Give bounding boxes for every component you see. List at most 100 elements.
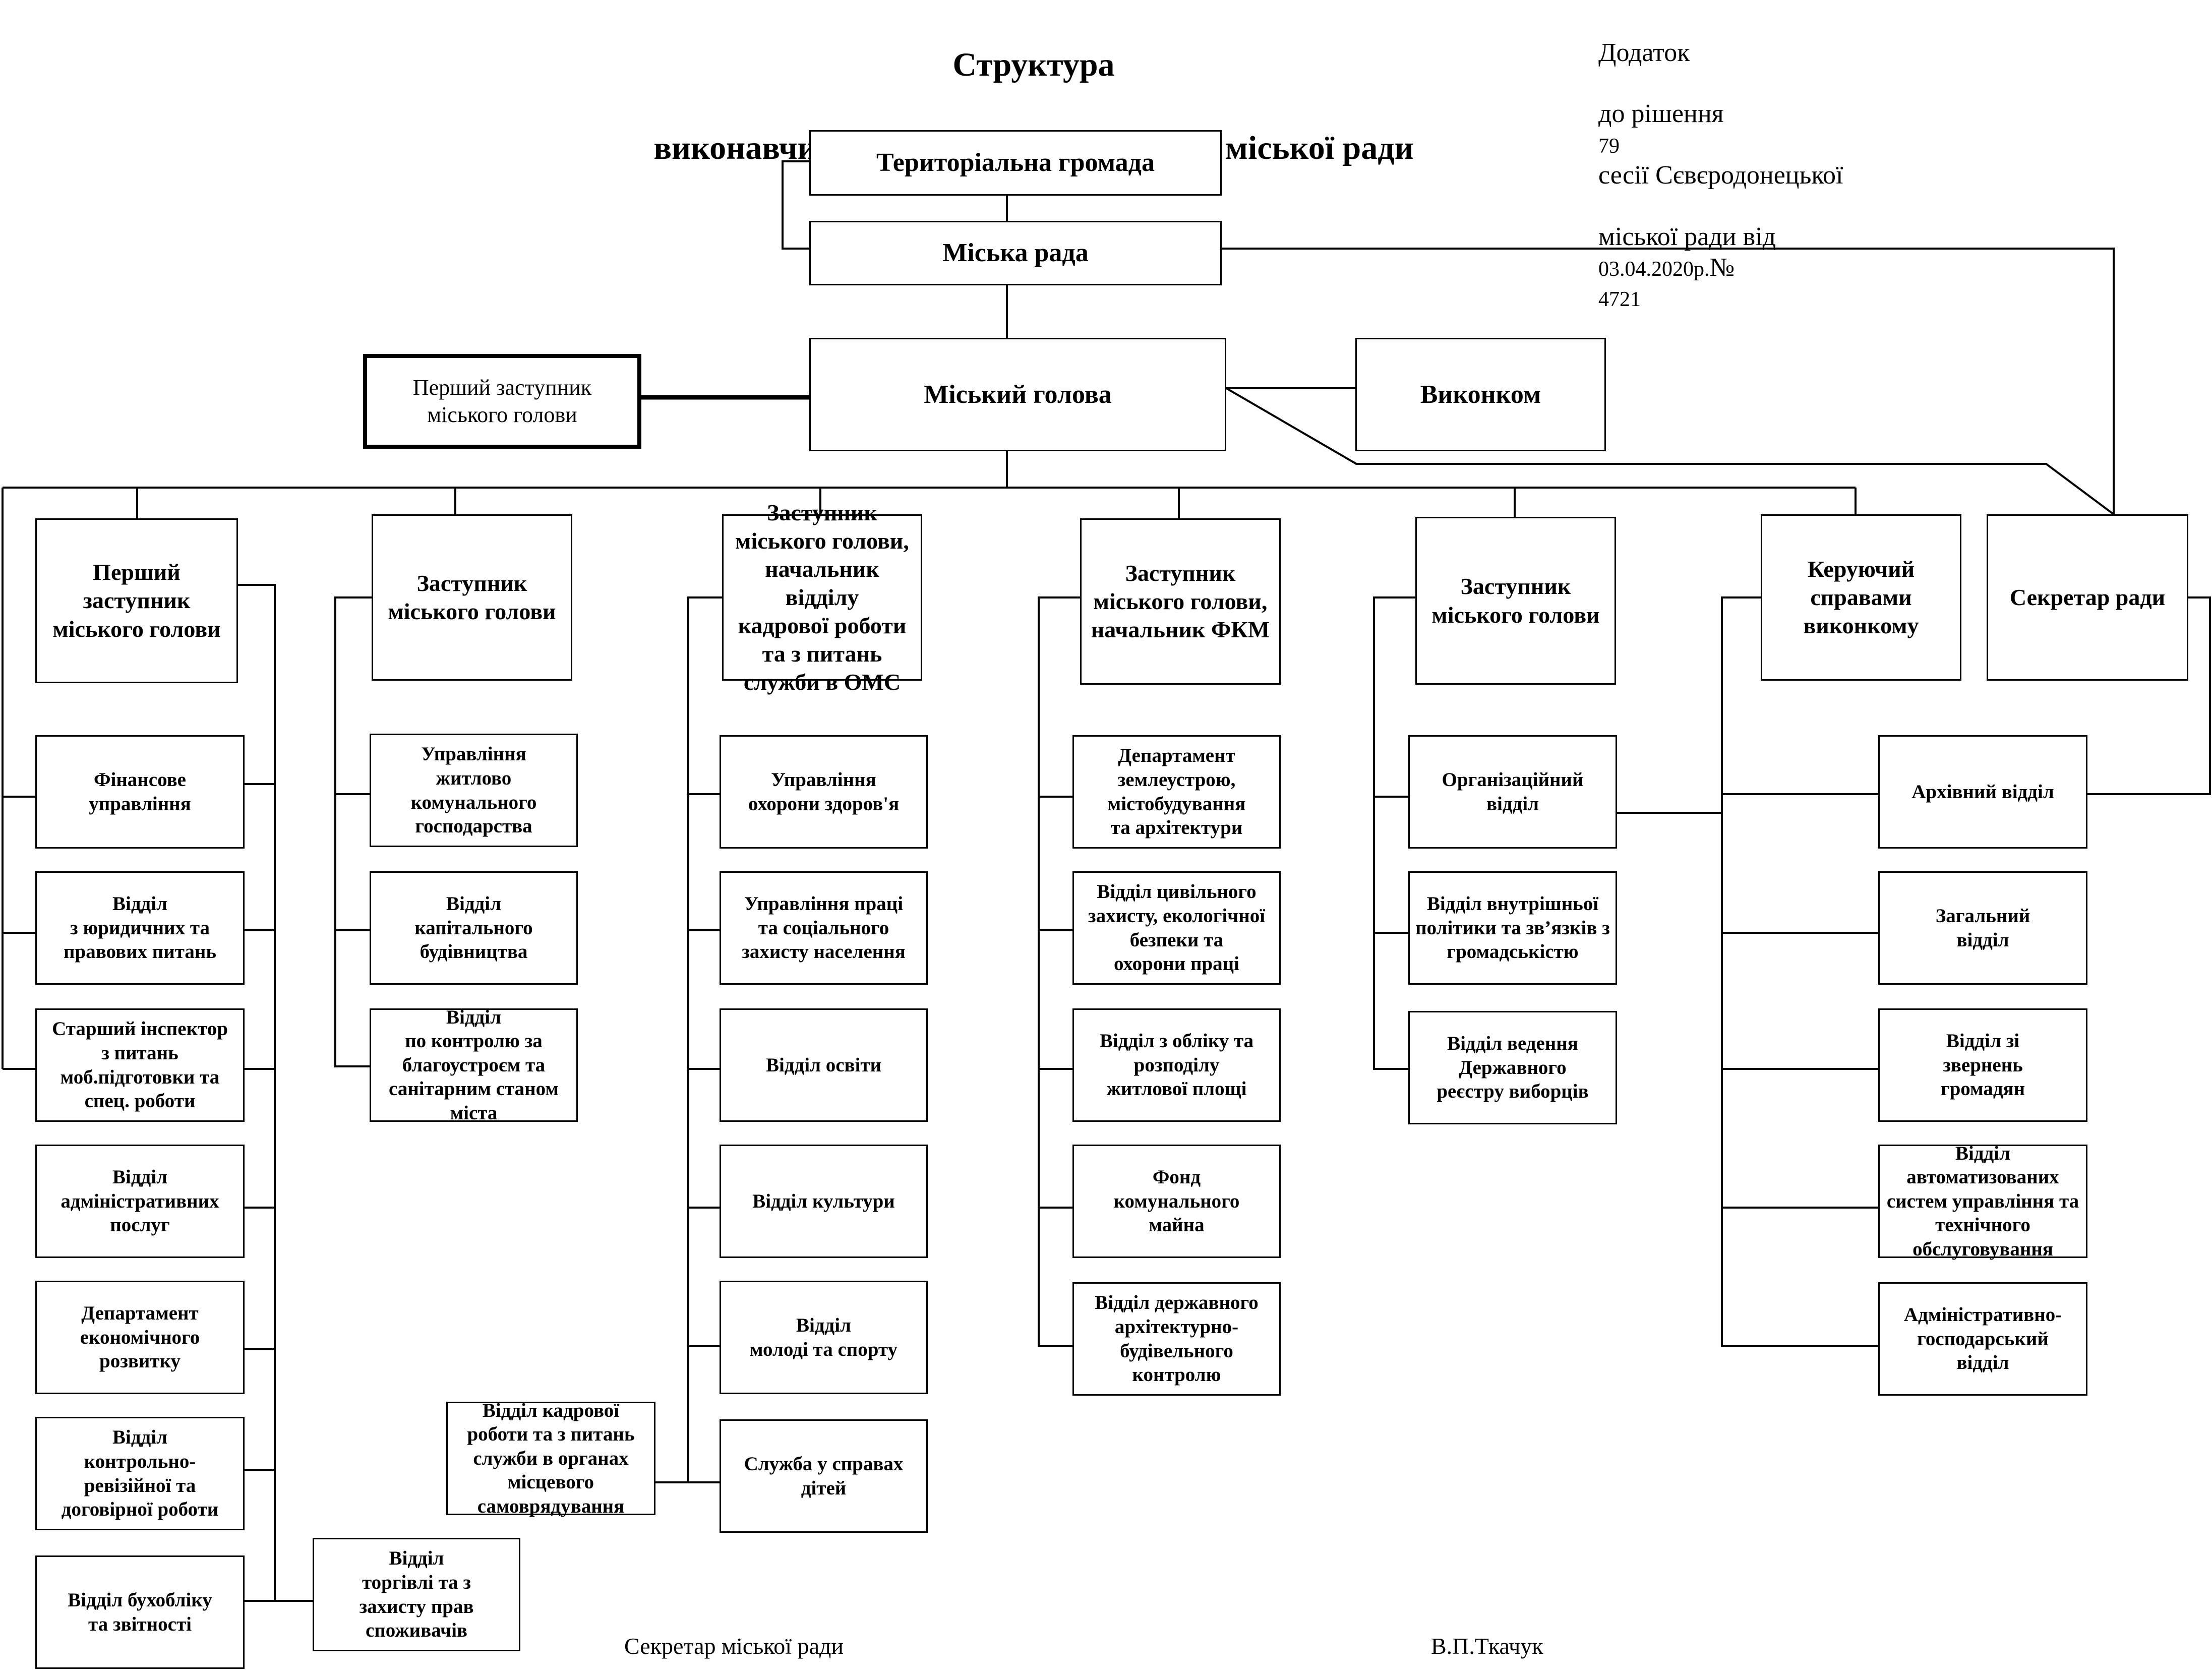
box-label: Міський голова — [924, 380, 1112, 409]
head-first-deputy: Перший заступник міського голови — [35, 518, 238, 683]
box-label: Фонд комунального майна — [1113, 1166, 1240, 1236]
dept-education: Відділ освіти — [720, 1008, 928, 1122]
dept-automated-systems: Відділ автоматизованих систем управління… — [1878, 1143, 2087, 1260]
dept-internal-policy: Відділ внутрішньої політики та зв’язків … — [1408, 871, 1617, 985]
box-mayor: Міський голова — [809, 338, 1226, 451]
head-deputy-personnel: Заступник міського голови, начальник від… — [722, 500, 922, 695]
head-council-secretary: Секретар ради — [1987, 514, 2188, 681]
addendum-block: Додаток до рішення 79 сесії Сєвєродонець… — [1598, 7, 1843, 314]
dept-health-care: Управління охорони здоров'я — [720, 735, 928, 849]
box-label: Перший заступник міського голови — [52, 559, 221, 642]
head-deputy-fkm: Заступник міського голови, начальник ФКМ — [1080, 518, 1281, 685]
dept-children-affairs: Служба у справах дітей — [720, 1419, 928, 1533]
box-label: Заступник міського голови, начальник від… — [735, 499, 909, 695]
number-sign: № — [1709, 253, 1735, 282]
box-label: Фінансове управління — [89, 768, 191, 815]
dept-capital-construction: Відділ капітального будівництва — [370, 871, 578, 985]
addendum-line-3: міської ради від — [1598, 222, 1776, 251]
dept-citizen-appeals: Відділ зі звернень громадян — [1878, 1008, 2087, 1122]
dept-labor-social-protection: Управління праці та соціального захисту … — [720, 871, 928, 985]
box-label: Загальний відділ — [1935, 905, 2030, 951]
box-label: Відділ по контролю за благоустроєм та са… — [389, 1006, 559, 1124]
box-label: Організаційний відділ — [1442, 768, 1584, 815]
box-city-council: Міська рада — [809, 221, 1222, 285]
box-label: Виконком — [1420, 380, 1541, 409]
addendum-line-2: до рішення — [1598, 99, 1724, 129]
dept-mobilization-inspector: Старший інспектор з питань моб.підготовк… — [35, 1008, 245, 1122]
dept-accounting: Відділ бухобліку та звітності — [35, 1555, 245, 1669]
dept-housing-utilities: Управління житлово комунального господар… — [370, 734, 578, 847]
dept-economic-development: Департамент економічного розвитку — [35, 1281, 245, 1394]
box-label: Департамент економічного розвитку — [80, 1302, 200, 1372]
dept-improvement-control: Відділ по контролю за благоустроєм та са… — [370, 1006, 578, 1124]
box-label: Відділ державного архітектурно- будівель… — [1095, 1292, 1259, 1386]
dept-youth-sports: Відділ молоді та спорту — [720, 1281, 928, 1394]
dept-civil-protection: Відділ цивільного захисту, екологічної б… — [1072, 871, 1281, 985]
signature-title: Секретар міської ради — [624, 1633, 844, 1659]
box-label: Заступник міського голови — [1431, 573, 1600, 628]
box-label: Секретар ради — [2009, 584, 2166, 610]
head-executive-manager: Керуючий справами виконкому — [1761, 514, 1961, 681]
box-label: Відділ капітального будівництва — [414, 893, 533, 963]
box-label: Відділ освіти — [765, 1054, 882, 1076]
dept-housing-accounting: Відділ з обліку та розподілу житлової пл… — [1072, 1008, 1281, 1122]
decision-number: 4721 — [1598, 288, 1641, 312]
signature-name: В.П.Ткачук — [1431, 1633, 1543, 1659]
head-deputy-organizational: Заступник міського голови — [1415, 517, 1616, 685]
dept-state-architectural-control: Відділ державного архітектурно- будівель… — [1072, 1282, 1281, 1396]
dept-trade-consumer-protection: Відділ торгівлі та з захисту прав спожив… — [313, 1538, 520, 1651]
dept-communal-property-fund: Фонд комунального майна — [1072, 1145, 1281, 1258]
box-label: Відділ ведення Державного реєстру виборц… — [1437, 1033, 1589, 1103]
box-label: Заступник міського голови, начальник ФКМ — [1091, 560, 1270, 643]
dept-administrative-economic: Адміністративно- господарський відділ — [1878, 1282, 2087, 1396]
box-label: Архівний відділ — [1911, 781, 2054, 803]
box-label: Управління житлово комунального господар… — [410, 743, 537, 837]
dept-general: Загальний відділ — [1878, 871, 2087, 985]
session-text: сесії Сєвєродонецької — [1598, 161, 1843, 190]
dept-control-audit: Відділ контрольно- ревізійної та договір… — [35, 1417, 245, 1530]
box-label: Служба у справах дітей — [744, 1453, 904, 1499]
dept-voter-register: Відділ ведення Державного реєстру виборц… — [1408, 1011, 1617, 1124]
dept-archive: Архівний відділ — [1878, 735, 2087, 849]
box-label: Управління охорони здоров'я — [748, 768, 900, 815]
box-label: Керуючий справами виконкому — [1803, 556, 1919, 639]
box-label: Відділ бухобліку та звітності — [68, 1589, 212, 1635]
box-label: Відділ торгівлі та з захисту прав спожив… — [359, 1547, 474, 1642]
box-label: Старший інспектор з питань моб.підготовк… — [52, 1018, 228, 1112]
box-label: Міська рада — [942, 238, 1089, 268]
box-label: Департамент землеустрою, містобудування … — [1107, 745, 1246, 839]
box-label: Відділ зі звернень громадян — [1940, 1030, 2025, 1100]
head-deputy-housing: Заступник міського голови — [372, 514, 572, 681]
box-label: Адміністративно- господарський відділ — [1903, 1304, 2062, 1374]
box-label: Відділ адміністративних послуг — [61, 1166, 219, 1236]
dept-finance: Фінансове управління — [35, 735, 245, 849]
box-label: Відділ молоді та спорту — [749, 1314, 898, 1360]
box-first-deputy-side: Перший заступник міського голови — [363, 354, 641, 449]
box-territorial-community: Територіальна громада — [809, 130, 1222, 196]
box-label: Відділ внутрішньої політики та зв’язків … — [1415, 893, 1610, 963]
box-executive-committee: Виконком — [1355, 338, 1606, 451]
title-line-1: Структура — [952, 46, 1115, 83]
box-label: Територіальна громада — [876, 148, 1155, 177]
box-label: Відділ культури — [752, 1190, 895, 1212]
session-number: 79 — [1598, 135, 1620, 158]
box-label: Відділ з юридичних та правових питань — [64, 893, 216, 963]
box-label: Відділ цивільного захисту, екологічної б… — [1088, 881, 1266, 975]
dept-personnel-work: Відділ кадрової роботи та з питань служб… — [446, 1400, 655, 1517]
box-label: Заступник міського голови — [388, 570, 556, 624]
box-label: Відділ кадрової роботи та з питань служб… — [467, 1399, 635, 1517]
box-label: Відділ автоматизованих систем управління… — [1886, 1142, 2079, 1260]
box-label: Перший заступник міського голови — [412, 375, 592, 427]
dept-land-architecture: Департамент землеустрою, містобудування … — [1072, 735, 1281, 849]
decision-date: 03.04.2020р. — [1598, 257, 1710, 281]
box-label: Відділ з обліку та розподілу житлової пл… — [1099, 1030, 1254, 1100]
box-label: Відділ контрольно- ревізійної та договір… — [61, 1426, 219, 1521]
dept-culture: Відділ культури — [720, 1145, 928, 1258]
addendum-word: Додаток — [1598, 38, 1690, 67]
dept-organizational: Організаційний відділ — [1408, 735, 1617, 849]
box-label: Управління праці та соціального захисту … — [742, 893, 906, 963]
dept-administrative-services: Відділ адміністративних послуг — [35, 1145, 245, 1258]
dept-legal: Відділ з юридичних та правових питань — [35, 871, 245, 985]
